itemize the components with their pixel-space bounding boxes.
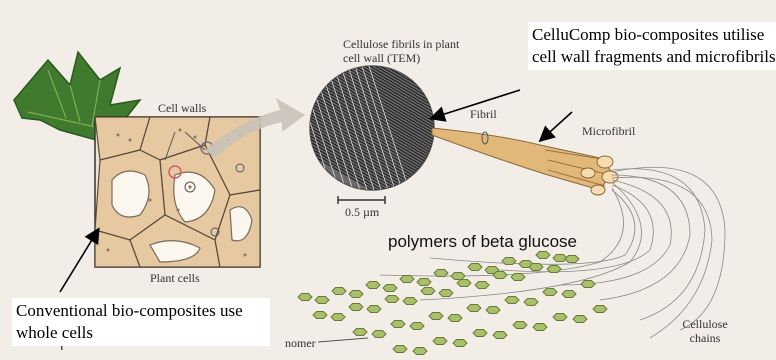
glucose-unit (385, 296, 399, 303)
glucose-unit (383, 285, 397, 292)
glucose-unit (533, 324, 547, 331)
glucose-unit (313, 312, 327, 319)
tem-fibre-line (271, 66, 311, 190)
glucose-unit (413, 348, 427, 355)
glucose-unit (547, 266, 561, 273)
cellulose-chains (380, 167, 725, 338)
polymers-label: polymers of beta glucose (388, 232, 577, 252)
glucose-unit (493, 272, 507, 279)
glucose-unit (391, 321, 405, 328)
glucose-unit (505, 297, 519, 304)
conventional-arrow (60, 230, 98, 292)
cellulose-chains-label: Cellulose chains (680, 318, 730, 346)
glucose-unit (524, 299, 538, 306)
glucose-unit (366, 282, 380, 289)
cell-walls-label: Cell walls (158, 102, 206, 116)
fibril-label: Fibril (470, 108, 497, 122)
microfibril-label: Microfibril (582, 125, 635, 139)
glucose-unit (417, 279, 431, 286)
glucose-unit (536, 252, 550, 259)
glucose-unit (513, 322, 527, 329)
glucose-unit (448, 315, 462, 322)
glucose-unit (486, 307, 500, 314)
glucose-unit (421, 288, 435, 295)
tem-fibre-line (257, 66, 297, 190)
glucose-unit (353, 329, 367, 336)
glucose-unit (429, 313, 443, 320)
glucose-unit (433, 338, 447, 345)
glucose-unit (468, 264, 482, 271)
glucose-unit (453, 340, 467, 347)
glucose-unit (573, 316, 587, 323)
glucose-unit (457, 280, 471, 287)
glucose-unit (372, 331, 386, 338)
glucose-polymer-strands (298, 252, 607, 355)
glucose-unit (467, 305, 481, 312)
glucose-unit (593, 306, 607, 313)
glucose-unit (475, 282, 489, 289)
glucose-unit (331, 314, 345, 321)
glucose-unit (451, 273, 465, 280)
glucose-unit (439, 290, 453, 297)
glucose-unit (315, 297, 329, 304)
glucose-unit (553, 255, 567, 262)
tem-title-label: Cellulose fibrils in plant cell wall (TE… (343, 38, 473, 66)
glucose-unit (502, 258, 516, 265)
conventional-callout: Conventional bio-composites use whole ce… (12, 298, 270, 346)
glucose-unit (529, 264, 543, 271)
glucose-unit (581, 281, 595, 288)
monomer-label: nomer (285, 337, 316, 351)
glucose-unit (565, 256, 579, 263)
glucose-unit (511, 274, 525, 281)
glucose-unit (332, 288, 346, 295)
glucose-unit (553, 314, 567, 321)
plant-cells-label: Plant cells (150, 272, 200, 286)
glucose-unit (434, 270, 448, 277)
glucose-unit (400, 276, 414, 283)
glucose-unit (473, 330, 487, 337)
glucose-unit (543, 289, 557, 296)
glucose-unit (562, 291, 576, 298)
cellucomp-arrow-2 (541, 112, 572, 140)
glucose-unit (298, 294, 312, 301)
glucose-unit (393, 346, 407, 353)
scale-bar-label: 0.5 µm (345, 206, 379, 220)
cellucomp-callout: CelluComp bio-composites utilise cell wa… (528, 22, 776, 70)
glucose-unit (349, 291, 363, 298)
glucose-unit (410, 323, 424, 330)
glucose-unit (349, 304, 363, 311)
glucose-unit (367, 306, 381, 313)
glucose-unit (403, 298, 417, 305)
glucose-unit (493, 332, 507, 339)
